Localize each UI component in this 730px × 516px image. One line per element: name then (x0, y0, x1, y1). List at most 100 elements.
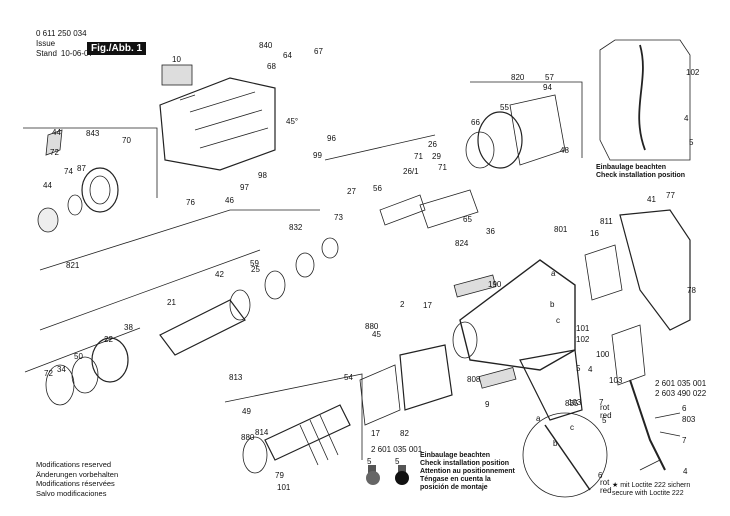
part-label: 73 (334, 213, 343, 222)
part-label: 17 (423, 301, 432, 310)
part-label: a (551, 269, 556, 278)
part-label: 5 (576, 364, 581, 373)
part-label: 72 (44, 369, 53, 378)
part-label: 45 (372, 330, 381, 339)
part-label: 880 (365, 322, 379, 331)
wire-label: rot (600, 403, 610, 412)
part-label: 87 (77, 164, 86, 173)
part-label: 44 (52, 128, 61, 137)
part-label: 71 (438, 163, 447, 172)
part-label: 41 (647, 195, 656, 204)
part-label: 77 (666, 191, 675, 200)
part-label: 48 (560, 146, 569, 155)
issue-date: 10-06-07 (60, 49, 93, 58)
angle-label: 45° (286, 117, 299, 126)
loctite-line: ★ mit Loctite 222 sichern (612, 482, 691, 489)
part-label: 824 (455, 239, 469, 248)
part-label: 101 (277, 483, 291, 492)
part-label: 22 (104, 335, 113, 344)
wire-code: 2 601 035 001 (655, 379, 707, 388)
part-label: 36 (486, 227, 495, 236)
part-label: 72 (50, 148, 59, 157)
part-label: 832 (289, 223, 303, 232)
part-label: c (570, 423, 574, 432)
part-label: 54 (344, 373, 353, 382)
footer-notes: Modifications reserved Änderungen vorbeh… (36, 460, 118, 498)
part-label: 96 (327, 134, 336, 143)
part-label: 102 (576, 335, 590, 344)
wire-code: 2 603 490 022 (655, 389, 707, 398)
part-number: 0 611 250 034 (36, 29, 87, 38)
figure-label: Fig./Abb. 1 (87, 42, 147, 55)
part-label: 25 (251, 265, 260, 274)
part-label: 803 (682, 415, 696, 424)
part-label: 101 (576, 324, 590, 333)
part-label: 808 (467, 375, 481, 384)
part-label: 59 (250, 259, 259, 268)
part-label: b (553, 439, 558, 448)
part-label: 74 (64, 167, 73, 176)
part-label: 821 (66, 261, 80, 270)
loctite-note: ★ mit Loctite 222 sichern secure with Lo… (612, 482, 690, 498)
part-label: 70 (122, 136, 131, 145)
part-label: 7 (682, 436, 687, 445)
part-label: 97 (240, 183, 249, 192)
part-label: 68 (267, 62, 276, 71)
part-label: 64 (283, 51, 292, 60)
wire-label: red (600, 486, 612, 495)
footer-note: Salvo modificaciones (36, 488, 107, 498)
part-label: 5 (367, 457, 372, 466)
part-label: 71 (414, 152, 423, 161)
part-label: 5 (395, 457, 400, 466)
part-label: 5 (689, 138, 694, 147)
install-note-line: Einbaulage beachten (420, 452, 491, 459)
install-note-bottom: Einbaulage beachten Check installation p… (420, 452, 515, 492)
part-label: 4 (684, 114, 689, 123)
part-label: 56 (373, 184, 382, 193)
part-label: c (556, 316, 560, 325)
part-label: 21 (167, 298, 176, 307)
part-label: 103 (609, 376, 623, 385)
wire-label: red (600, 411, 612, 420)
part-label: 103 (568, 398, 582, 407)
stand-label: Stand (36, 49, 57, 58)
part-label: a (536, 414, 541, 423)
wire-label: rot (600, 478, 610, 487)
part-label: 840 (259, 41, 273, 50)
part-label: 34 (57, 365, 66, 374)
part-label: 78 (687, 286, 696, 295)
footer-note: Modifications reserved (36, 460, 112, 469)
part-label: 820 (511, 73, 525, 82)
part-label: 44 (43, 181, 52, 190)
part-label: 6 (598, 471, 603, 480)
bottom-code: 2 601 035 001 (371, 445, 423, 454)
part-label: 9 (485, 400, 490, 409)
part-label: 38 (124, 323, 133, 332)
part-label: 49 (242, 407, 251, 416)
footer-note: Änderungen vorbehalten (36, 469, 119, 479)
part-label: 16 (590, 229, 599, 238)
install-note-line: posición de montaje (420, 484, 488, 491)
install-note-line: Attention au positionnement (420, 468, 515, 475)
part-label: 6 (682, 404, 687, 413)
part-label: 100 (596, 350, 610, 359)
issue-label: Issue (36, 39, 56, 48)
part-label: 57 (545, 73, 554, 82)
install-note-line: Check installation position (420, 460, 510, 467)
loctite-line: secure with Loctite 222 (612, 490, 684, 497)
part-label: 10 (172, 55, 181, 64)
part-label: 55 (500, 103, 509, 112)
part-label: 26/1 (403, 167, 419, 176)
part-label: 27 (347, 187, 356, 196)
part-label: 79 (275, 471, 284, 480)
part-label: 26 (428, 140, 437, 149)
part-label: 7 (599, 398, 604, 407)
install-note-line: Check installation position (596, 172, 686, 179)
part-label: 4 (588, 365, 593, 374)
install-note-right: Einbaulage beachten Check installation p… (596, 164, 685, 180)
part-label: 880 (241, 433, 255, 442)
part-label: 2 (400, 300, 405, 309)
part-label: 102 (686, 68, 700, 77)
